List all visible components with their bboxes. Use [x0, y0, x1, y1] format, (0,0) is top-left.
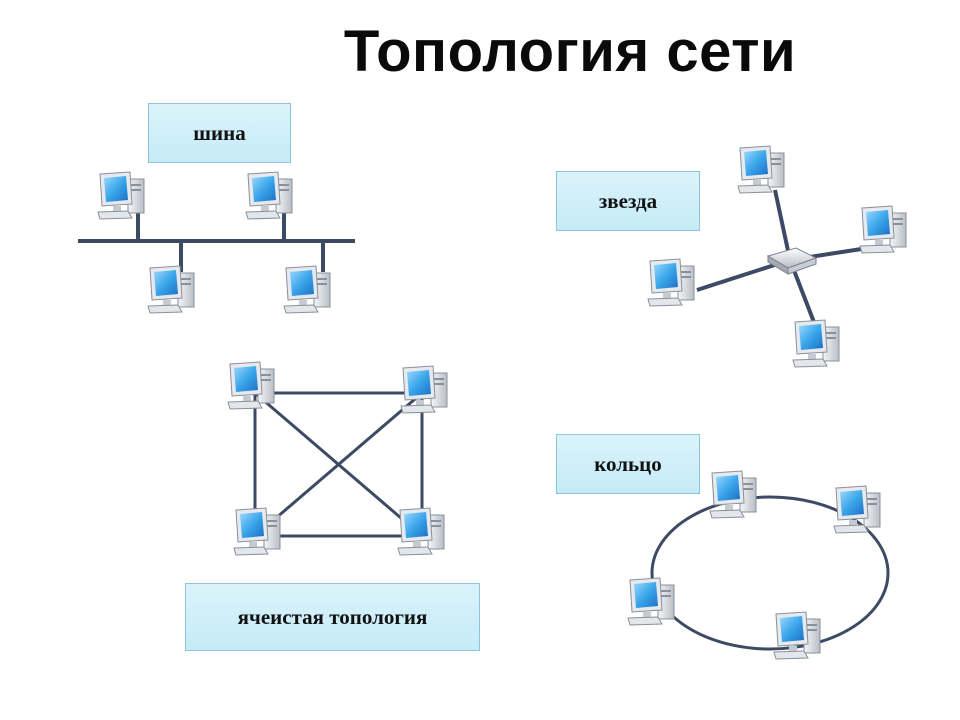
hub-icon: [766, 247, 818, 275]
computer-icon: [233, 507, 281, 556]
label-mesh-text: ячеистая топология: [237, 604, 428, 629]
computer-icon: [737, 145, 785, 194]
computer-icon: [283, 265, 331, 314]
label-star-text: звезда: [598, 188, 658, 213]
computer-icon: [859, 205, 907, 254]
computer-icon: [147, 265, 195, 314]
computer-icon: [647, 258, 695, 307]
computer-icon: [833, 485, 881, 534]
star-link-top: [773, 189, 792, 261]
label-bus-text: шина: [193, 120, 246, 145]
computer-icon: [792, 319, 840, 368]
computer-icon: [245, 171, 293, 220]
label-bus: шина: [148, 103, 291, 163]
label-mesh: ячеистая топология: [185, 583, 480, 651]
computer-icon: [627, 577, 675, 626]
mesh-link-diagonal-2: [254, 391, 423, 538]
ring-link: [650, 495, 890, 651]
computer-icon: [227, 361, 275, 410]
label-ring-text: кольцо: [594, 451, 662, 476]
label-star: звезда: [556, 171, 700, 231]
label-ring: кольцо: [556, 434, 700, 494]
computer-icon: [400, 365, 448, 414]
computer-icon: [773, 611, 821, 660]
page-title: Топология сети: [343, 19, 797, 84]
computer-icon: [709, 470, 757, 519]
computer-icon: [97, 171, 145, 220]
computer-icon: [397, 507, 445, 556]
